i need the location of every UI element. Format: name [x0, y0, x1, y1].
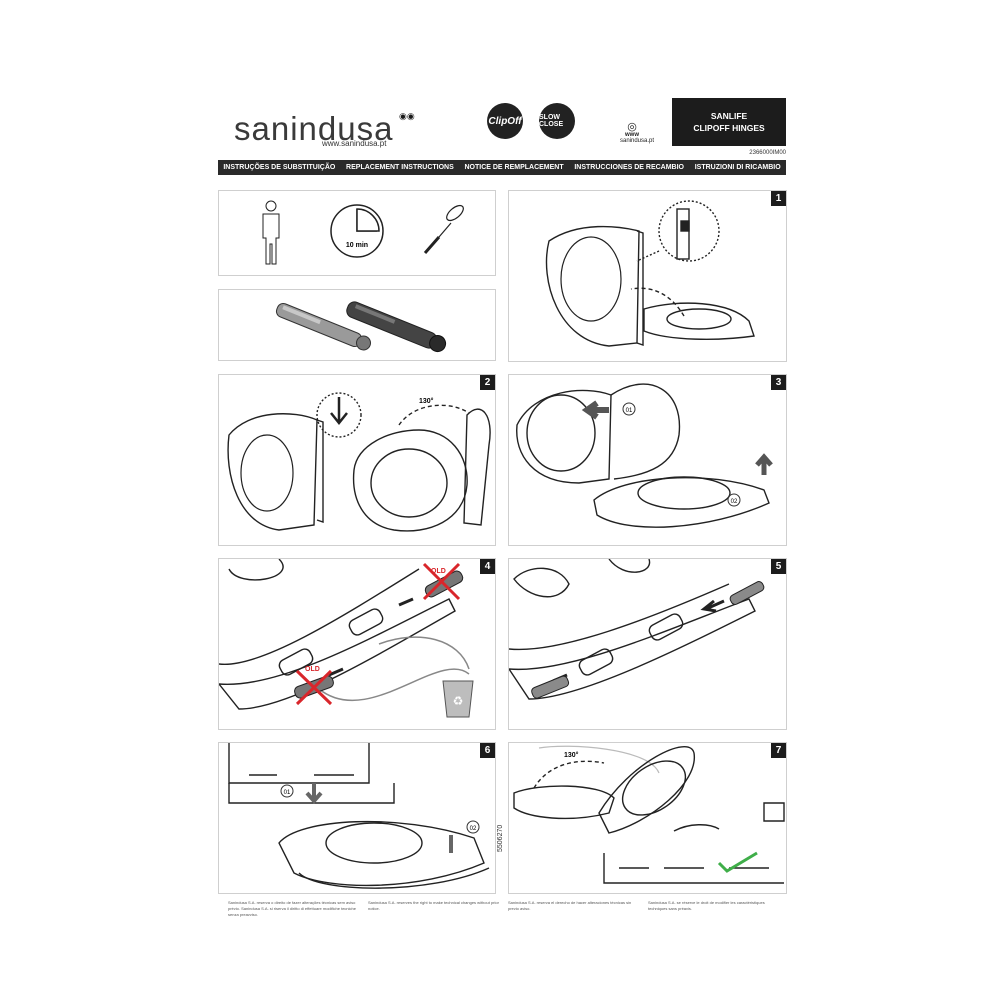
- clock-icon: [330, 204, 384, 258]
- language-bar: INSTRUÇÕES DE SUBSTITUIÇÃO REPLACEMENT I…: [218, 160, 786, 175]
- up-arrow: [755, 453, 773, 475]
- lang-es: INSTRUCCIONES DE RECAMBIO: [574, 164, 685, 171]
- step-3-illustration: 01 02: [516, 383, 773, 528]
- marker-02-step6: [466, 820, 480, 834]
- panel-step-2: 2 130°: [218, 374, 496, 546]
- footer-note-3: Sanindusa S.A. reserva el derecho de hac…: [508, 900, 632, 911]
- angle-label-2: 130°: [419, 397, 434, 405]
- detail-circle: [658, 200, 720, 262]
- footer-note-4: Sanindusa S.A. se réserve le droit de mo…: [648, 900, 765, 911]
- new-pin-bottom: [531, 675, 570, 699]
- step-1-number: 1: [771, 191, 786, 206]
- product-title-box: SANLIFE CLIPOFF HINGES: [672, 98, 786, 146]
- product-line-2: CLIPOFF HINGES: [693, 123, 765, 133]
- panel-parts: [218, 289, 496, 361]
- svg-text:♻: ♻: [453, 694, 464, 708]
- lang-en: REPLACEMENT INSTRUCTIONS: [346, 164, 454, 171]
- step-2-number: 2: [480, 375, 495, 390]
- panel-step-4: 4 OLD OLD ♻: [218, 558, 496, 730]
- eye-icon: ◎: [627, 121, 637, 133]
- marker-01-step6: [280, 784, 294, 798]
- step-5-illustration: [509, 559, 765, 700]
- slow-close-badge: SLOW CLOSE: [539, 103, 575, 139]
- arrow-right-top: [398, 597, 414, 607]
- checkmark-icon: [717, 851, 758, 873]
- new-pin-top: [729, 581, 765, 605]
- panel-step-6: 6 01 02: [218, 742, 496, 894]
- dispose-arrow: [318, 668, 470, 702]
- time-label: 10 min: [346, 242, 368, 249]
- brand-url: www.sanindusa.pt: [322, 139, 387, 148]
- www-icon: ◎ www sanindusa.pt: [620, 121, 655, 145]
- brand-logo: sanindusa: [234, 110, 394, 147]
- step-6-number: 6: [480, 743, 495, 758]
- rotate-arrow: [630, 287, 685, 317]
- left-arrow: [581, 400, 609, 420]
- marker-01-label: 01: [626, 408, 633, 414]
- step-2-illustration: 130°: [227, 392, 491, 532]
- insert-arrow-top: [700, 599, 725, 613]
- marker-02-label: 02: [731, 499, 738, 505]
- old-label-bottom: OLD: [305, 666, 320, 673]
- cross-mark-top: [422, 562, 461, 601]
- slow-close-label: SLOW CLOSE: [539, 114, 564, 128]
- step-3-number: 3: [771, 375, 786, 390]
- panel-step-1: 1: [508, 190, 787, 362]
- screwdriver-icon: [423, 204, 464, 254]
- step-4-illustration: OLD OLD ♻: [219, 559, 474, 718]
- www-label: www: [624, 132, 639, 138]
- product-code: 2366000IM00: [749, 150, 786, 156]
- brand-mark-icon: ◉◉: [399, 111, 415, 121]
- hinge-pin-light: [275, 302, 372, 351]
- step-4-number: 4: [480, 559, 495, 574]
- down-arrow: [330, 397, 348, 426]
- step-1-illustration: [545, 200, 755, 347]
- hinge-pins-illustration: [275, 301, 447, 353]
- person-icon: [262, 200, 280, 265]
- marker-01-step6-label: 01: [284, 790, 291, 796]
- lang-pt: INSTRUÇÕES DE SUBSTITUIÇÃO: [223, 164, 336, 171]
- product-line-1: SANLIFE: [710, 111, 748, 121]
- marker-02: [727, 493, 741, 507]
- step-6-illustration: 01 02: [228, 743, 490, 889]
- panel-step-5: 5: [508, 558, 787, 730]
- www-sub: sanindusa.pt: [620, 138, 655, 144]
- hinge-pin-dark: [346, 301, 447, 353]
- lang-it: ISTRUZIONI DI RICAMBIO: [694, 164, 781, 171]
- step-7-illustration: 130°: [513, 745, 785, 884]
- marker-02-step6-label: 02: [470, 826, 477, 832]
- requirements-illustration: 10 min: [262, 200, 464, 265]
- old-label-top: OLD: [431, 568, 446, 575]
- arrow-right-bottom: [328, 667, 344, 677]
- footer-note-1: Sanindusa S.A. reserva o direito de faze…: [228, 900, 356, 917]
- side-code: 5506270: [497, 824, 504, 852]
- press-arrow: [305, 783, 323, 805]
- lang-fr: NOTICE DE REMPLACEMENT: [464, 164, 564, 171]
- clipoff-badge: ClipOff: [487, 103, 523, 139]
- rotate-arrow-7: [533, 760, 605, 789]
- recycle-bin-icon: ♻: [442, 680, 474, 718]
- angle-label-7: 130°: [564, 751, 579, 759]
- step-7-number: 7: [771, 743, 786, 758]
- panel-step-3: 3 01 02: [508, 374, 787, 546]
- seat-lifted: [545, 225, 640, 347]
- panel-step-7: 7 130°: [508, 742, 787, 894]
- cross-mark-bottom: [295, 669, 333, 706]
- step-5-number: 5: [771, 559, 786, 574]
- seat-base: [643, 302, 755, 340]
- footer-note-2: Sanindusa S.A. reserves the right to mak…: [368, 900, 499, 911]
- rotate-arrow-2: [398, 404, 470, 426]
- marker-01: [622, 402, 636, 416]
- panel-requirements: 10 min: [218, 190, 496, 276]
